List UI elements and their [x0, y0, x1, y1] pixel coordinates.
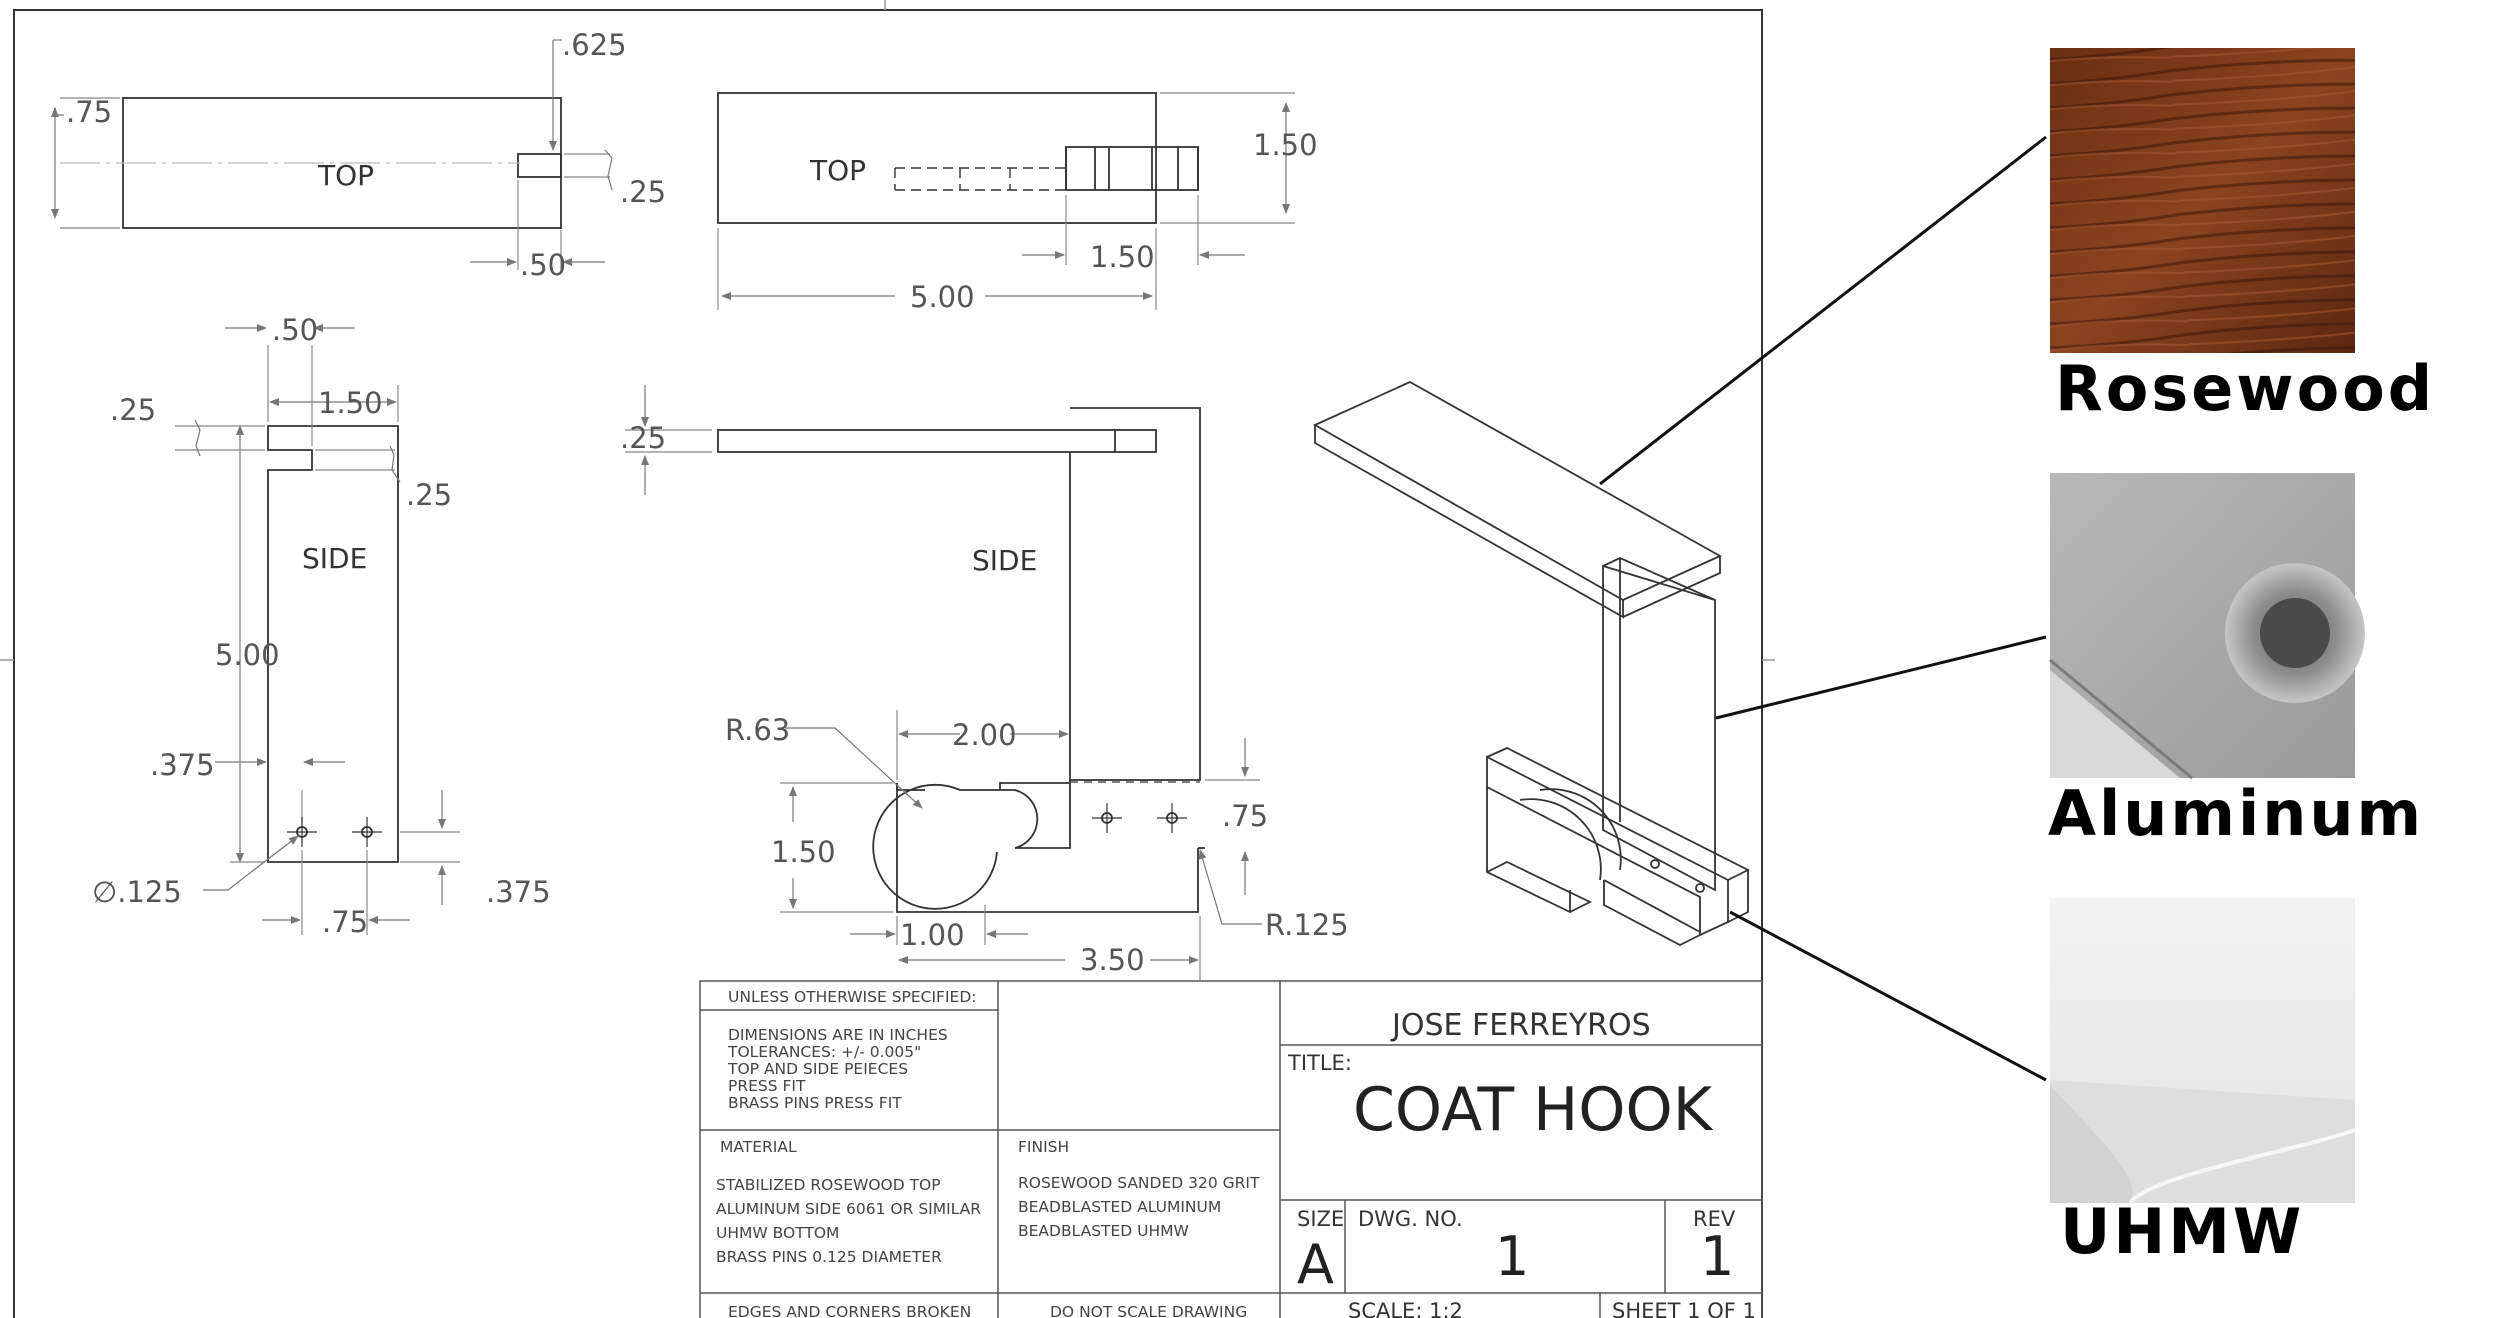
dim-label: .75	[66, 95, 112, 129]
material-line: UHMW BOTTOM	[716, 1224, 839, 1242]
finish-line: BEADBLASTED ALUMINUM	[1018, 1198, 1221, 1216]
material-line: ALUMINUM SIDE 6061 OR SIMILAR	[716, 1200, 981, 1218]
isometric-view	[1313, 380, 1751, 947]
unless-specified-label: UNLESS OTHERWISE SPECIFIED:	[728, 988, 977, 1006]
dim-label: R.125	[1265, 908, 1349, 942]
dim-label: 1.50	[1253, 128, 1318, 162]
dwg-no-label: DWG. NO.	[1358, 1207, 1463, 1231]
material-line: STABILIZED ROSEWOOD TOP	[716, 1176, 941, 1194]
title-label: TITLE:	[1287, 1051, 1352, 1075]
rosewood-texture-icon	[2050, 48, 2355, 353]
dim-label: .50	[520, 248, 566, 282]
view-label-side-right: SIDE	[972, 544, 1037, 577]
note-line: BRASS PINS PRESS FIT	[728, 1094, 902, 1112]
title-block	[699, 980, 1763, 1318]
top-view-right	[717, 92, 1295, 310]
dim-label: ∅.125	[92, 875, 182, 909]
dim-label: .375	[150, 748, 215, 782]
material-rosewood-label: Rosewood	[2055, 352, 2435, 425]
sheet-border	[13, 9, 1763, 1318]
dim-label: 3.50	[1080, 943, 1145, 977]
author-name: JOSE FERREYROS	[1390, 1008, 1651, 1043]
finish-line: BEADBLASTED UHMW	[1018, 1222, 1189, 1240]
finish-label: FINISH	[1018, 1138, 1069, 1156]
leader-uhmw	[1729, 910, 2047, 1082]
dim-label: .25	[620, 421, 666, 455]
materials-panel: Rosewood Aluminum UHMW	[2048, 48, 2435, 1268]
dim-label: R.63	[725, 713, 790, 747]
material-label: MATERIAL	[720, 1138, 797, 1156]
dim-label: .75	[322, 905, 368, 939]
finish-line: ROSEWOOD SANDED 320 GRIT	[1018, 1174, 1260, 1192]
scale-note: DO NOT SCALE DRAWING	[1050, 1303, 1247, 1318]
dim-label: .25	[620, 175, 666, 209]
size-value: A	[1297, 1233, 1334, 1296]
note-line: PRESS FIT	[728, 1077, 806, 1095]
top-view-left	[51, 39, 613, 270]
size-label: SIZE	[1297, 1207, 1344, 1231]
leader-aluminum	[1715, 635, 2047, 720]
dim-label: 5.00	[910, 280, 975, 314]
side-view-right	[625, 385, 1262, 980]
edges-note: EDGES AND CORNERS BROKEN	[728, 1303, 971, 1318]
view-label-top-right: TOP	[809, 154, 866, 187]
uhmw-texture-icon	[2050, 898, 2356, 1205]
side-view-left	[175, 324, 460, 935]
rev-label: REV	[1693, 1207, 1736, 1231]
leader-rosewood	[1599, 135, 2047, 486]
dim-label: .625	[562, 28, 627, 62]
view-label-side-left: SIDE	[302, 542, 367, 575]
dim-label: .25	[406, 478, 452, 512]
dim-label: .50	[272, 313, 318, 347]
aluminum-texture-icon	[2049, 473, 2365, 780]
material-line: BRASS PINS 0.125 DIAMETER	[716, 1248, 942, 1266]
drawing-title: COAT HOOK	[1353, 1075, 1714, 1145]
dim-label: 1.50	[1090, 240, 1155, 274]
material-uhmw-label: UHMW	[2060, 1195, 2304, 1268]
dim-label: 1.50	[318, 386, 383, 420]
dimension-labels: TOP TOP SIDE SIDE .75 .625 .25 .50 1.50 …	[66, 28, 1349, 977]
dim-label: .75	[1222, 799, 1268, 833]
dim-label: 5.00	[215, 638, 280, 672]
title-block-text: UNLESS OTHERWISE SPECIFIED: DIMENSIONS A…	[716, 988, 1756, 1318]
note-line: TOLERANCES: +/- 0.005"	[727, 1043, 921, 1061]
note-line: DIMENSIONS ARE IN INCHES	[728, 1026, 948, 1044]
sheet-value: SHEET 1 OF 1	[1612, 1299, 1756, 1318]
rev-value: 1	[1700, 1225, 1734, 1288]
dim-label: .375	[486, 875, 551, 909]
dim-label: 1.00	[900, 918, 965, 952]
material-aluminum-label: Aluminum	[2048, 777, 2424, 850]
scale-value: SCALE: 1:2	[1348, 1299, 1463, 1318]
view-label-top-left: TOP	[317, 159, 374, 192]
dim-label: 1.50	[771, 835, 836, 869]
dwg-no-value: 1	[1495, 1225, 1529, 1288]
note-line: TOP AND SIDE PEIECES	[727, 1060, 908, 1078]
dim-label: .25	[110, 393, 156, 427]
dim-label: 2.00	[952, 718, 1017, 752]
